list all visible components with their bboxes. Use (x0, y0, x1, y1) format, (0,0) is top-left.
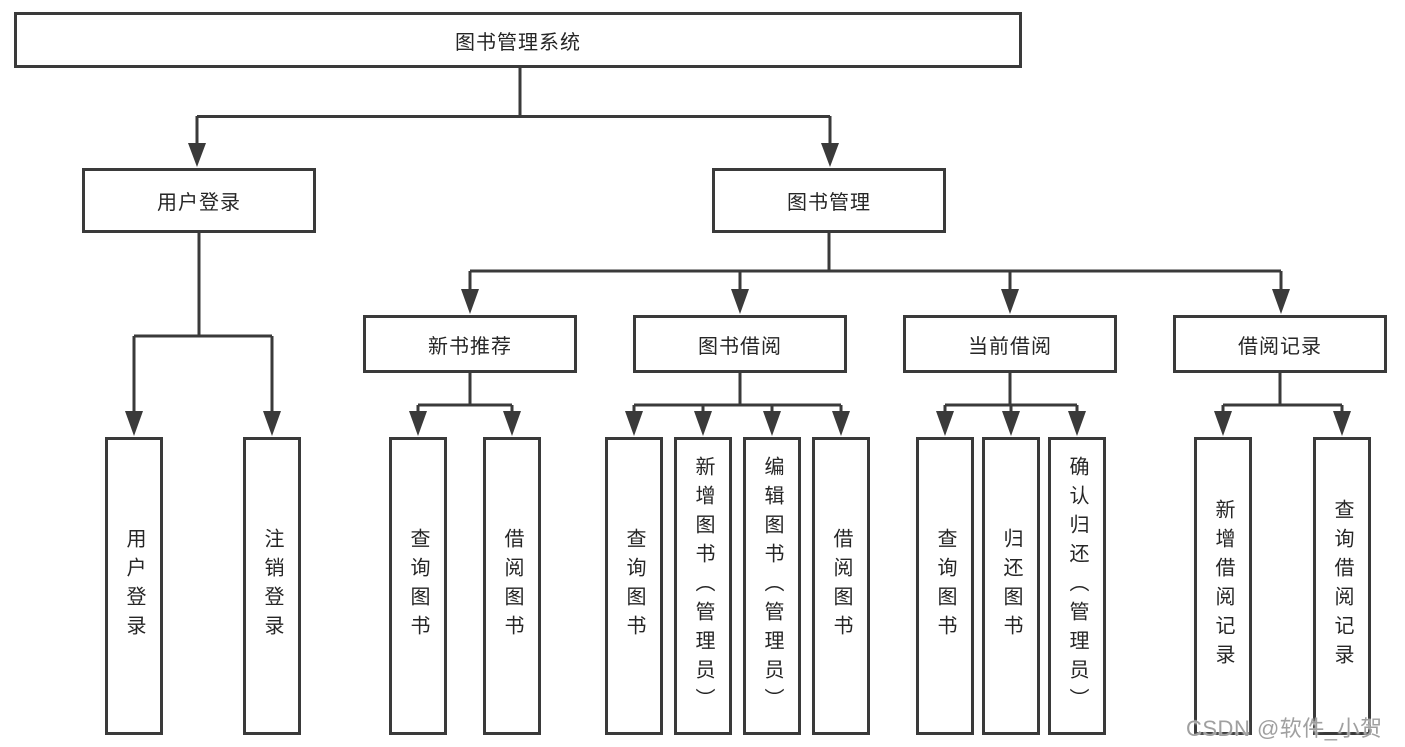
node-label: 借阅图书 (830, 528, 852, 644)
node-label: 确认归还（管理员） (1066, 455, 1088, 717)
node-query-books-current: 查询图书 (916, 437, 974, 735)
node-query-borrow-record: 查询借阅记录 (1313, 437, 1371, 735)
node-query-books-recommend: 查询图书 (389, 437, 447, 735)
node-label: 注销登录 (261, 528, 283, 644)
node-confirm-return-admin: 确认归还（管理员） (1048, 437, 1106, 735)
node-user-login: 用户登录 (82, 168, 316, 233)
node-return-book: 归还图书 (982, 437, 1040, 735)
node-label: 归还图书 (1000, 528, 1022, 644)
node-borrow-books-recommend: 借阅图书 (483, 437, 541, 735)
node-borrowing-records: 借阅记录 (1173, 315, 1387, 373)
node-current-borrowing: 当前借阅 (903, 315, 1117, 373)
node-add-book-admin: 新增图书（管理员） (674, 437, 732, 735)
node-label: 编辑图书（管理员） (761, 455, 783, 717)
csdn-watermark: CSDN @软件_小贺同学 (1186, 716, 1383, 741)
node-new-book-recommendation: 新书推荐 (363, 315, 577, 373)
node-book-borrowing: 图书借阅 (633, 315, 847, 373)
node-label: 查询图书 (623, 528, 645, 644)
node-library-management-system: 图书管理系统 (14, 12, 1022, 68)
node-edit-book-admin: 编辑图书（管理员） (743, 437, 801, 735)
node-label: 用户登录 (123, 528, 145, 644)
node-label: 查询图书 (407, 528, 429, 644)
node-borrow-books-borrowing: 借阅图书 (812, 437, 870, 735)
node-logout: 注销登录 (243, 437, 301, 735)
node-label: 借阅图书 (501, 528, 523, 644)
node-add-borrow-record: 新增借阅记录 (1194, 437, 1252, 735)
node-label: 查询图书 (934, 528, 956, 644)
arrowhead-icons (125, 143, 1351, 436)
node-label: 查询借阅记录 (1331, 499, 1353, 673)
node-query-books-borrowing: 查询图书 (605, 437, 663, 735)
node-label: 新增图书（管理员） (692, 455, 714, 717)
node-user-login-leaf: 用户登录 (105, 437, 163, 735)
node-book-management: 图书管理 (712, 168, 946, 233)
node-label: 新增借阅记录 (1212, 499, 1234, 673)
